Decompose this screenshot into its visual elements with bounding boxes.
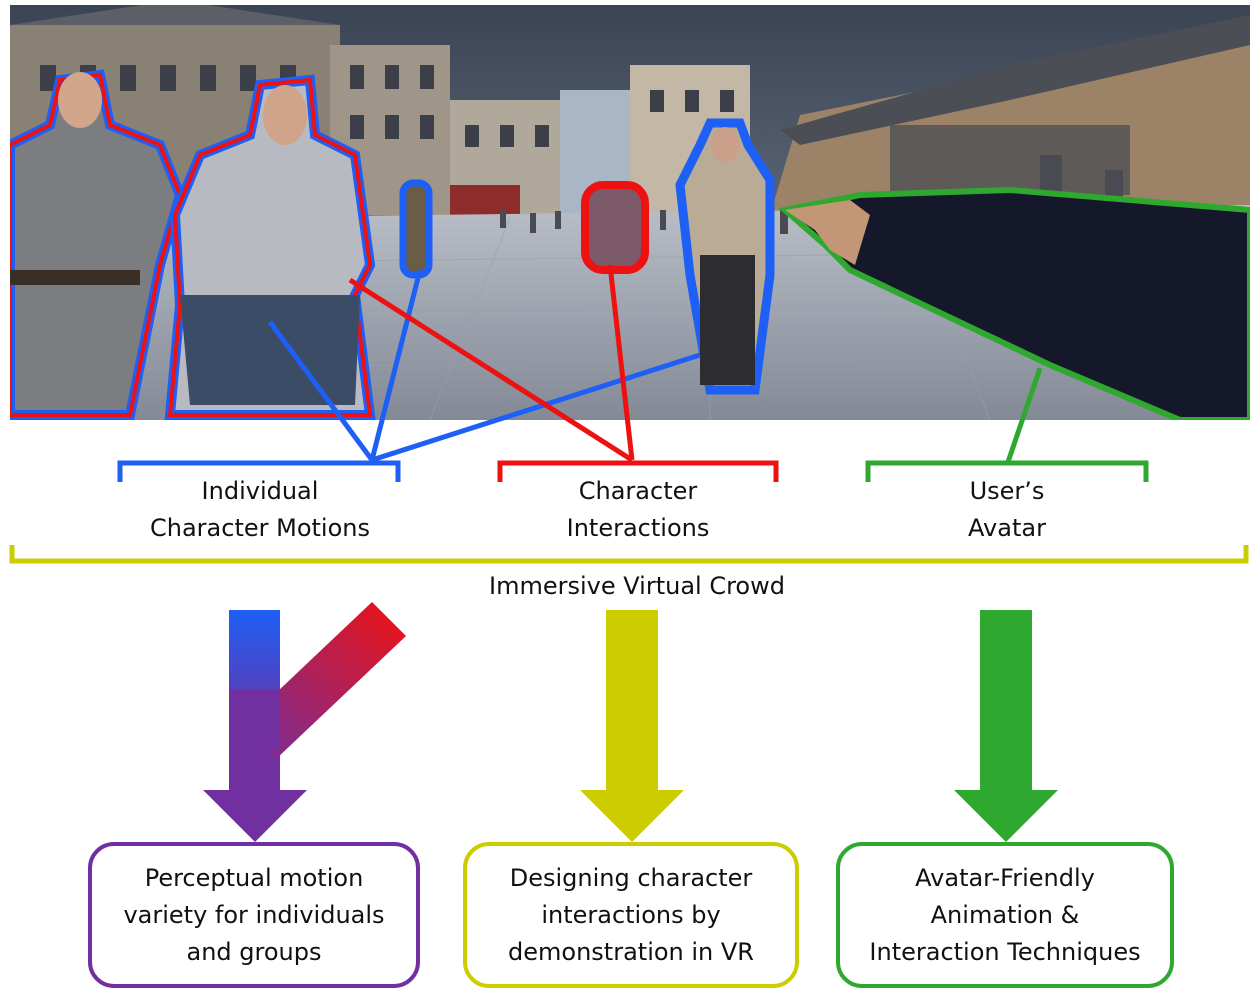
interacting-group	[581, 181, 649, 274]
merge-arrow	[203, 602, 406, 842]
building-windows	[40, 65, 734, 147]
designing-line3: demonstration in VR	[508, 937, 754, 966]
crowd-scene-image	[10, 5, 1250, 420]
walking-man	[675, 118, 775, 395]
perceptual-line3: and groups	[186, 937, 322, 966]
avatar-friendly-line1: Avatar-Friendly	[915, 863, 1095, 892]
individual-line2: Character Motions	[150, 514, 370, 542]
perceptual-variety-box: Perceptual motion variety for individual…	[88, 842, 420, 988]
designing-line2: interactions by	[541, 900, 721, 929]
green-connector-lines	[1005, 367, 1043, 463]
perceptual-line1: Perceptual motion	[144, 863, 364, 892]
interactions-line1: Character	[578, 477, 698, 505]
avatar-friendly-line2: Animation &	[930, 900, 1080, 929]
walking-couple	[10, 69, 376, 420]
green-arrow	[954, 610, 1058, 842]
individual-motions-label: Individual Character Motions	[140, 473, 380, 547]
crowd-bracket	[9, 545, 1249, 564]
distant-walker	[399, 179, 433, 279]
avatar-line1: User’s	[969, 477, 1045, 505]
blue-connector-lines	[267, 269, 701, 463]
avatar-friendly-line3: Interaction Techniques	[869, 937, 1141, 966]
crowd-label-text: Immersive Virtual Crowd	[489, 572, 785, 600]
interactions-line2: Interactions	[566, 514, 710, 542]
individual-line1: Individual	[201, 477, 319, 505]
designing-interactions-box: Designing character interactions by demo…	[463, 842, 799, 988]
user-avatar-arm	[778, 186, 1250, 420]
avatar-line2: Avatar	[968, 514, 1046, 542]
interactions-bracket	[497, 460, 779, 482]
red-connector-lines	[348, 264, 635, 463]
users-avatar-label: User’s Avatar	[887, 473, 1127, 547]
avatar-friendly-box: Avatar-Friendly Animation & Interaction …	[836, 842, 1174, 988]
designing-line1: Designing character	[509, 863, 753, 892]
individual-bracket	[117, 460, 401, 482]
character-interactions-label: Character Interactions	[518, 473, 758, 547]
avatar-bracket	[865, 460, 1149, 482]
immersive-virtual-crowd-label: Immersive Virtual Crowd	[437, 568, 837, 605]
yellow-arrow	[580, 610, 684, 842]
perceptual-line2: variety for individuals	[123, 900, 385, 929]
